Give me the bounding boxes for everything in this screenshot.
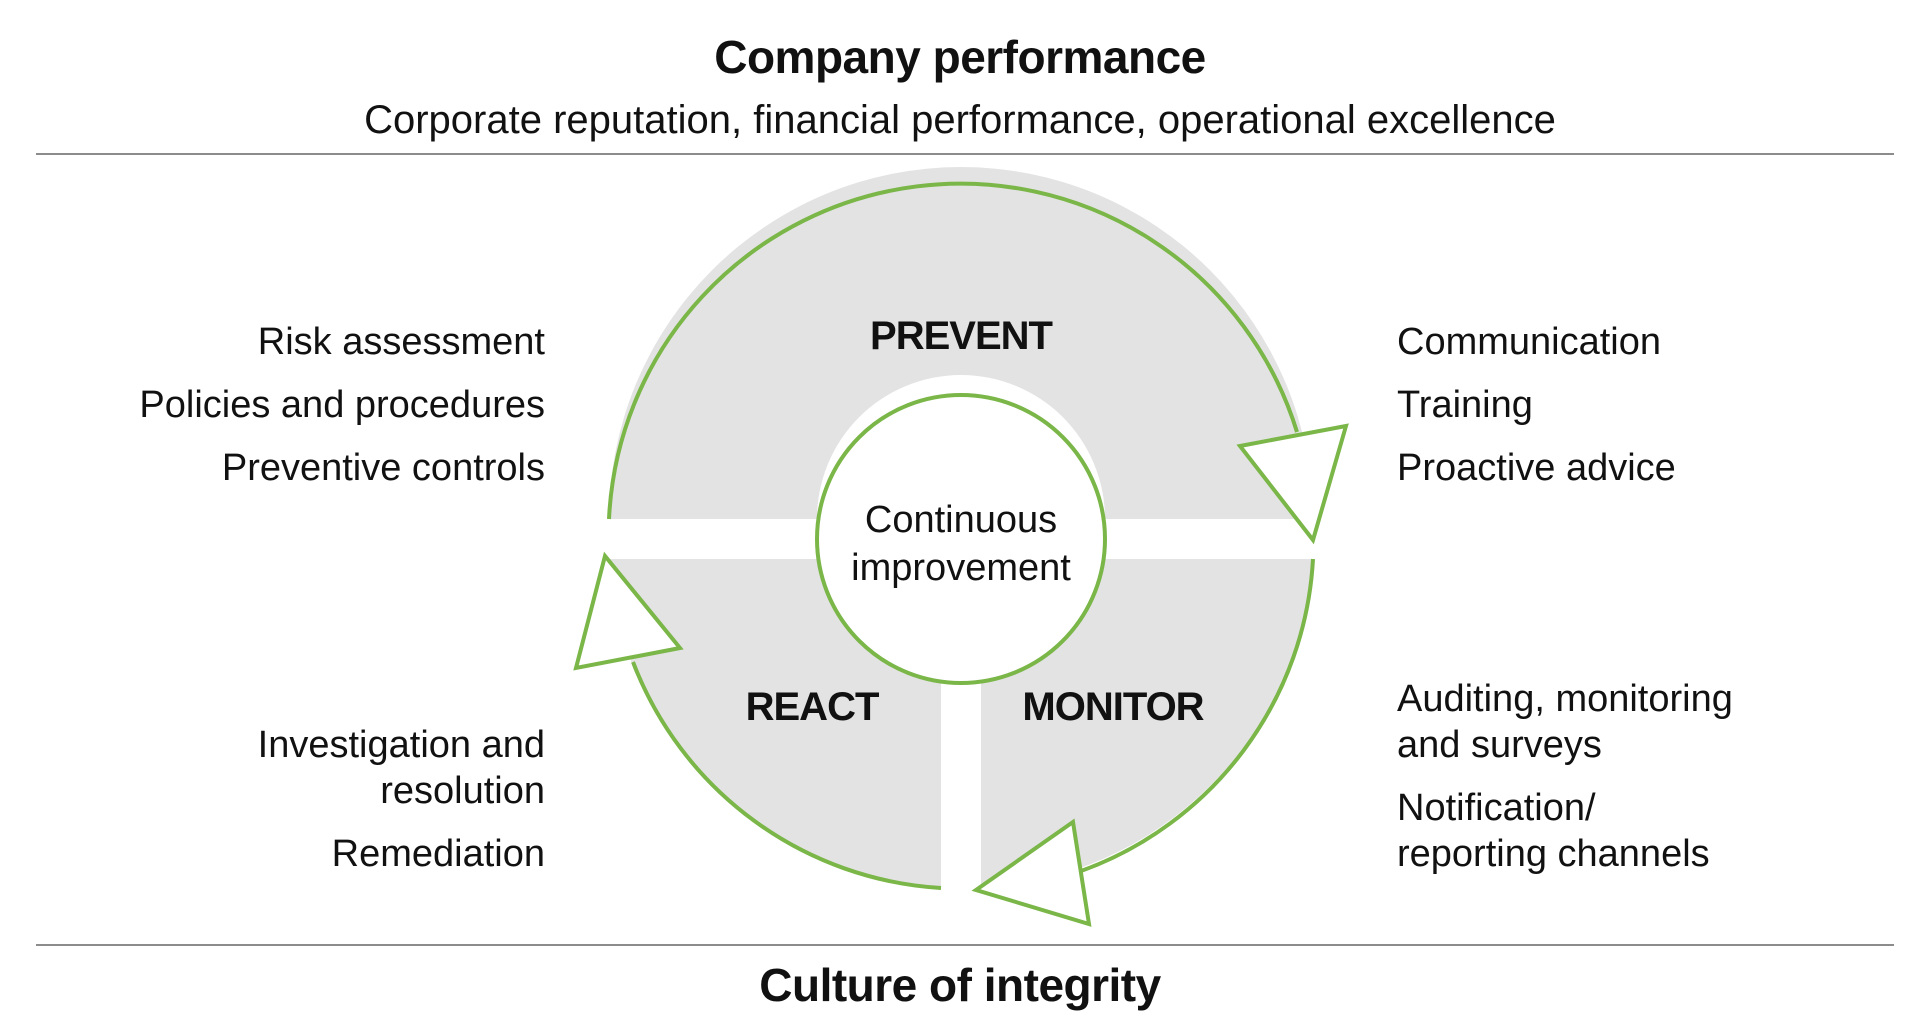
react-label: REACT [746,685,879,729]
triangle-arrow-icon [573,551,684,671]
list-item: Auditing, monitoring and surveys [1397,678,1733,766]
prevent-label: PREVENT [870,314,1052,358]
monitor-arc [1080,558,1315,873]
list-item: Policies and procedures [139,384,545,426]
list-item: Risk assessment [257,321,545,363]
center-circle [815,393,1107,685]
communicate-activities-list: Communication Training Proactive advice [1397,319,1676,508]
triangle-arrow-icon [1236,423,1349,545]
footer-title: Culture of integrity [759,959,1161,1011]
list-item: Proactive advice [1397,447,1676,489]
triangle-arrow-icon [971,818,1092,927]
header-subtitle: Corporate reputation, financial performa… [364,98,1556,142]
list-item: Training [1397,384,1533,426]
prevent-segment [609,167,1313,519]
monitor-activities-list: Auditing, monitoring and surveys Notific… [1397,676,1787,894]
bottom-divider [36,944,1894,946]
header-title: Company performance [714,31,1206,83]
react-activities-list: Investigation and resolution Remediation [205,722,545,894]
prevent-arc [607,181,1299,520]
center-label-line2: improvement [851,547,1071,589]
react-arc [631,661,942,890]
list-item: Communication [1397,321,1661,363]
list-item: Preventive controls [221,447,545,489]
monitor-label: MONITOR [1022,685,1204,729]
top-divider [36,153,1894,155]
list-item: Notification/ reporting channels [1397,787,1710,875]
list-item: Investigation and resolution [257,724,545,812]
list-item: Remediation [331,833,545,875]
center-label-line1: Continuous [865,499,1057,541]
prevent-activities-list: Risk assessment Policies and procedures … [139,319,545,508]
